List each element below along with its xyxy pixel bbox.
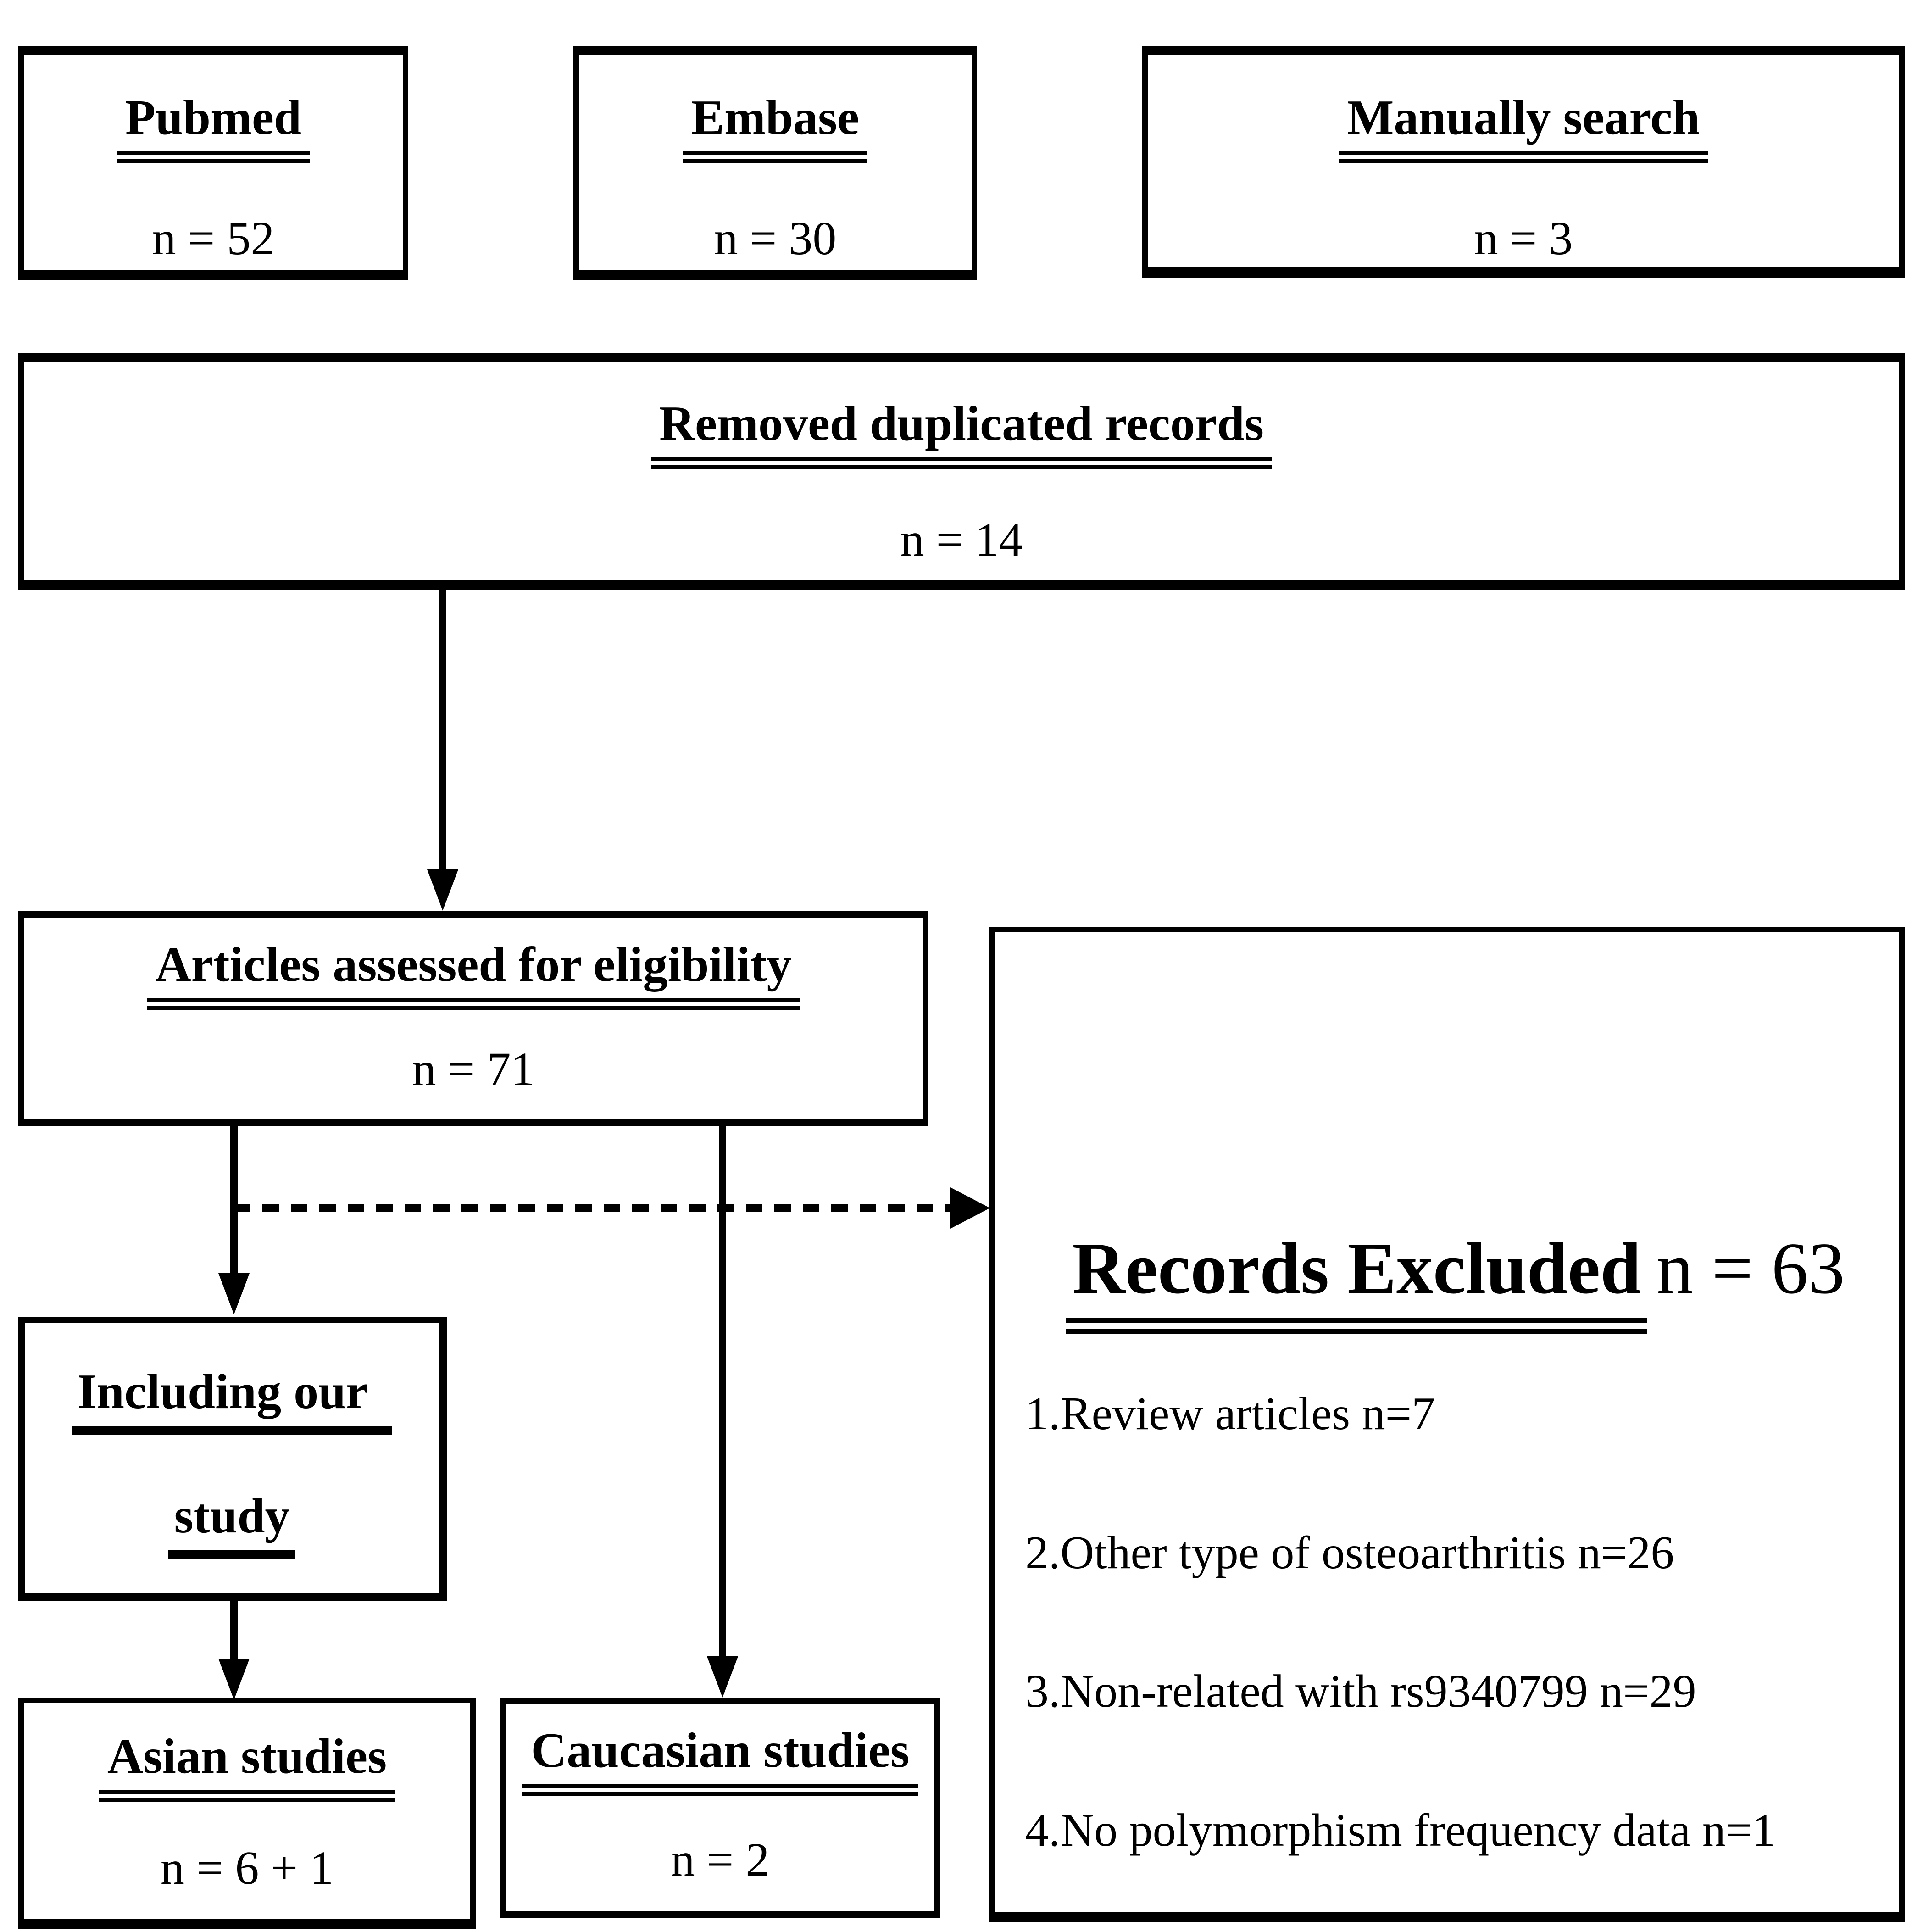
exclusion-reason-item: 3.Non-related with rs9340799 n=29	[1025, 1665, 1696, 1717]
caucasian-studies-title-underline: Caucasian studies	[522, 1722, 918, 1796]
pubmed-box: Pubmed n = 52	[18, 46, 408, 280]
dashed-arrow-eligibility-to-excluded-stem	[234, 1204, 950, 1212]
embase-title: Embase	[683, 89, 868, 163]
manually-search-title-underline: Manually search	[1339, 89, 1708, 163]
including-our-study-line2-underline: study	[168, 1488, 295, 1560]
exclusion-reason-list: 1.Review articles n=7 2.Other type of os…	[1025, 1385, 1775, 1932]
manually-search-count: n = 3	[1474, 212, 1573, 265]
arrow-eligibility-to-caucasian-head	[707, 1656, 738, 1698]
caucasian-studies-title: Caucasian studies	[522, 1722, 918, 1796]
asian-studies-box: Asian studies n = 6 + 1	[18, 1698, 476, 1929]
embase-count: n = 30	[714, 212, 837, 265]
eligibility-count: n = 71	[412, 1043, 535, 1096]
pubmed-title: Pubmed	[117, 89, 310, 163]
arrow-eligibility-to-including-head	[218, 1273, 250, 1314]
pubmed-title-underline: Pubmed	[117, 89, 310, 163]
exclusion-reason-item: 2.Other type of osteoarthritis n=26	[1025, 1526, 1674, 1579]
records-excluded-title-underline: Records Excluded	[1066, 1226, 1648, 1334]
pubmed-count: n = 52	[152, 212, 275, 265]
embase-box: Embase n = 30	[573, 46, 977, 280]
dashed-arrow-eligibility-to-excluded-head	[950, 1187, 990, 1229]
caucasian-studies-count: n = 2	[671, 1833, 770, 1887]
manually-search-title: Manually search	[1339, 89, 1708, 163]
asian-studies-count: n = 6 + 1	[160, 1842, 334, 1895]
arrow-eligibility-to-including-stem	[230, 1126, 238, 1273]
including-our-study-box: Including our study	[18, 1317, 447, 1601]
manually-search-box: Manually search n = 3	[1142, 46, 1905, 278]
including-our-study-title-line2: study	[168, 1488, 295, 1560]
arrow-dedup-to-eligibility-head	[427, 869, 458, 911]
asian-studies-title: Asian studies	[99, 1728, 395, 1802]
eligibility-title: Articles assessed for eligibility	[147, 936, 800, 1010]
removed-duplicates-title-underline: Removed duplicated records	[651, 395, 1272, 469]
including-our-study-line1-underline: Including our	[72, 1364, 392, 1436]
removed-duplicates-count: n = 14	[900, 513, 1023, 567]
including-our-study-title-line1: Including our	[72, 1364, 392, 1436]
eligibility-title-underline: Articles assessed for eligibility	[147, 936, 800, 1010]
arrow-including-to-asian-stem	[230, 1601, 238, 1659]
removed-duplicates-title: Removed duplicated records	[651, 395, 1272, 469]
exclusion-reason-item: 4.No polymorphism frequency data n=1	[1025, 1804, 1776, 1856]
embase-title-underline: Embase	[683, 89, 868, 163]
arrow-eligibility-to-caucasian-stem	[719, 1126, 726, 1656]
removed-duplicates-box: Removed duplicated records n = 14	[18, 353, 1905, 590]
eligibility-box: Articles assessed for eligibility n = 71	[18, 911, 928, 1126]
arrow-including-to-asian-head	[218, 1659, 250, 1700]
arrow-dedup-to-eligibility-stem	[439, 590, 446, 869]
caucasian-studies-box: Caucasian studies n = 2	[500, 1698, 940, 1918]
exclusion-reason-item: 1.Review articles n=7	[1025, 1388, 1435, 1440]
asian-studies-title-underline: Asian studies	[99, 1728, 395, 1802]
records-excluded-count: n = 63	[1656, 1227, 1845, 1309]
